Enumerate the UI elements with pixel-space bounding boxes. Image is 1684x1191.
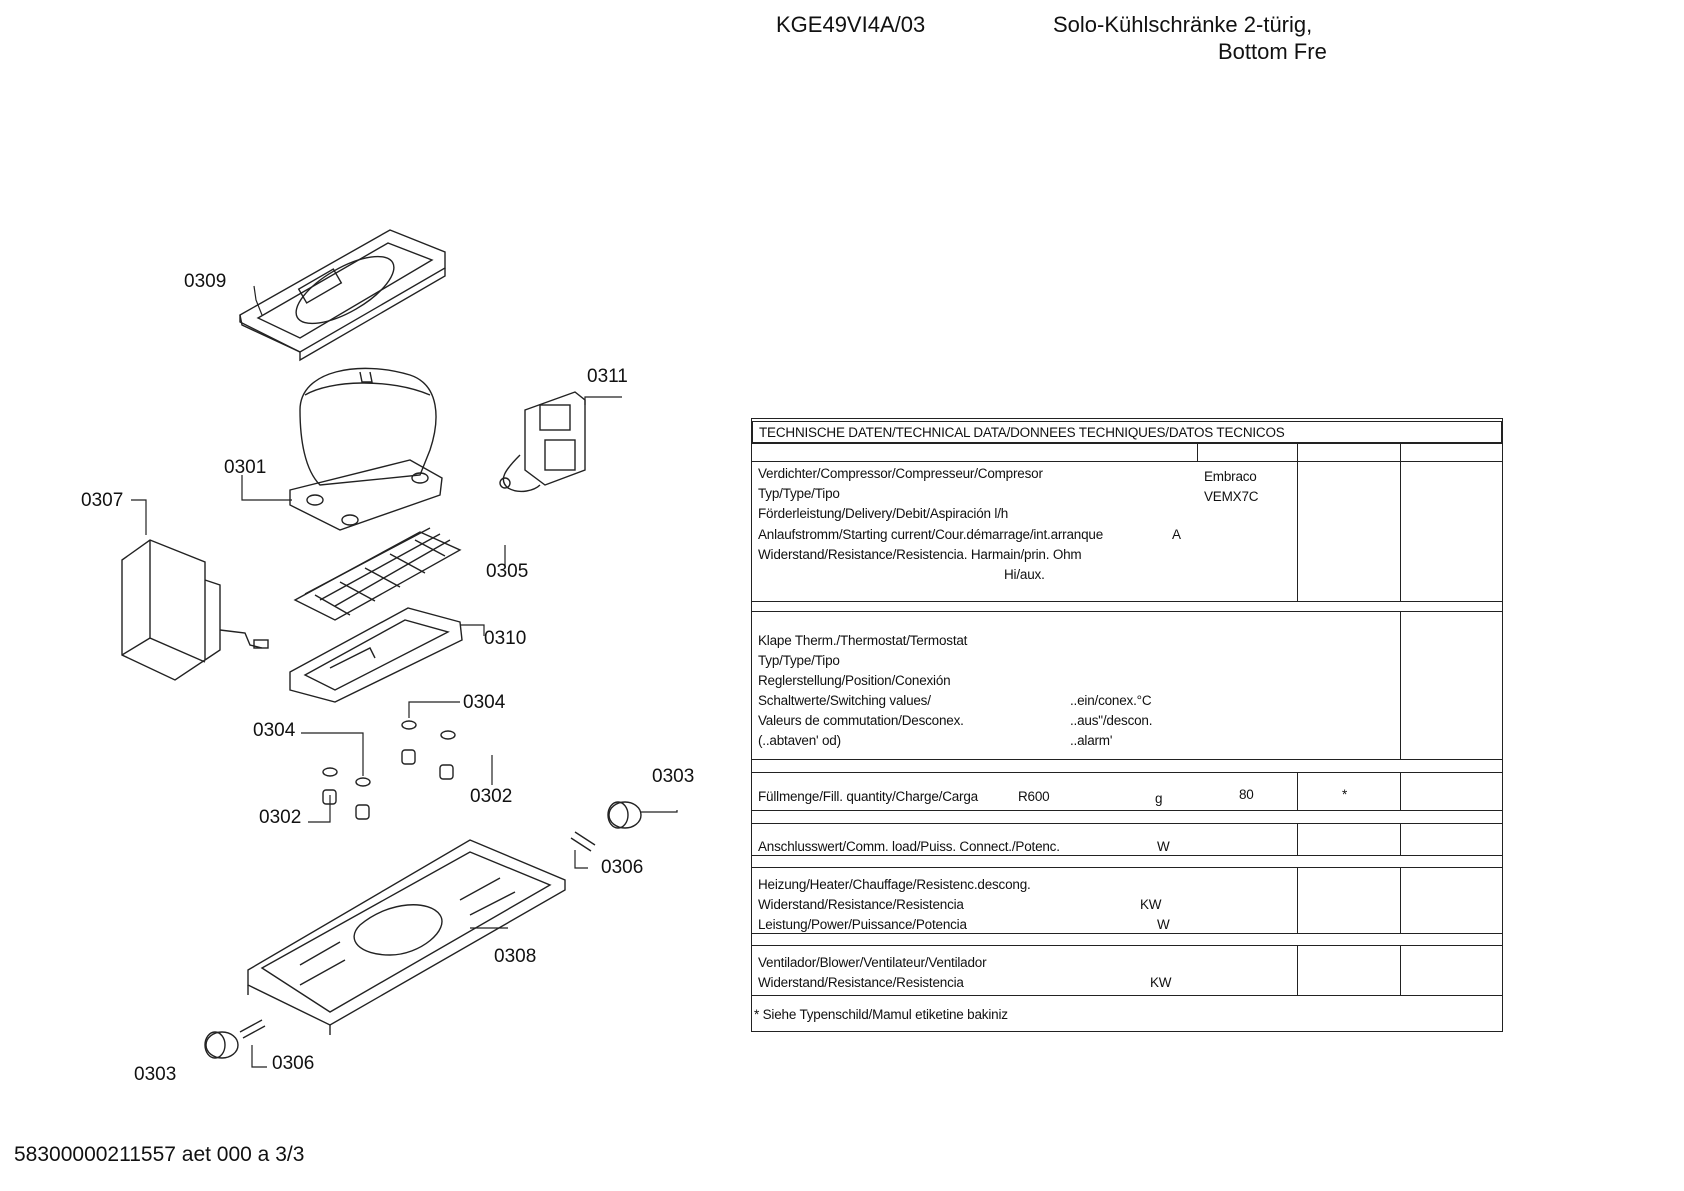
table-title: TECHNISCHE DATEN/TECHNICAL DATA/DONNEES … [759, 425, 1285, 440]
connection-label: Anschlusswert/Comm. load/Puiss. Connect.… [758, 839, 1060, 854]
callout-0306-right: 0306 [601, 857, 644, 878]
callout-0301: 0301 [224, 457, 267, 478]
callout-0304-left: 0304 [253, 720, 296, 741]
leader-lines [131, 285, 678, 1068]
callout-0302-right: 0302 [470, 786, 513, 807]
callout-0311: 0311 [587, 366, 628, 387]
compressor-line: Verdichter/Compressor/Compresseur/Compre… [758, 466, 1043, 481]
compressor-line: Widerstand/Resistance/Resistencia. Harma… [758, 547, 1082, 562]
thermostat-line: Valeurs de commutation/Desconex. [758, 713, 964, 728]
exploded-parts-drawing [121, 229, 678, 1068]
axle-part [239, 831, 596, 1039]
blower-line: Widerstand/Resistance/Resistencia [758, 975, 964, 990]
description-line-2: Bottom Fre [1218, 39, 1327, 64]
heater-line: Widerstand/Resistance/Resistencia [758, 897, 964, 912]
thermostat-line: (..abtaven' od) [758, 733, 841, 748]
callout-0303-right: 0303 [652, 766, 695, 787]
thermostat-line: Klape Therm./Thermostat/Termostat [758, 633, 968, 648]
table-title-row: TECHNISCHE DATEN/TECHNICAL DATA/DONNEES … [752, 421, 1502, 443]
callout-0303-left: 0303 [134, 1064, 177, 1085]
heater-line: Leistung/Power/Puissance/Potencia [758, 917, 967, 932]
callout-0307: 0307 [81, 490, 124, 511]
compressor-line: Hi/aux. [1004, 567, 1045, 582]
compressor-line: Förderleistung/Delivery/Debit/Aspiración… [758, 506, 1009, 521]
compressor-make-value: Embraco [1204, 469, 1257, 484]
fill-unit: g [1155, 791, 1163, 806]
document-id: 58300000211557 aet 000 a 3/3 [14, 1143, 305, 1166]
technical-data-table: TECHNISCHE DATEN/TECHNICAL DATA/DONNEES … [751, 418, 1503, 1032]
heater-line: Heizung/Heater/Chauffage/Resistenc.desco… [758, 877, 1031, 892]
thermostat-line: Reglerstellung/Position/Conexión [758, 673, 951, 688]
roller-part [204, 801, 642, 1059]
description-line-1: Solo-Kühlschränke 2-türig, [1053, 12, 1313, 37]
grommets-part [322, 720, 456, 820]
callout-0305: 0305 [486, 561, 529, 582]
starter-relay-part [499, 391, 586, 493]
model-number: KGE49VI4A/03 [776, 12, 926, 37]
thermostat-line: Typ/Type/Tipo [758, 653, 840, 668]
callout-0302-left: 0302 [259, 807, 302, 828]
table-footnote: * Siehe Typenschild/Mamul etiketine baki… [754, 1007, 1008, 1022]
compressor-line: Anlaufstromm/Starting current/Cour.démar… [758, 527, 1104, 542]
base-plate-part [247, 839, 566, 1035]
connection-unit: W [1157, 839, 1170, 854]
callout-0310: 0310 [484, 628, 527, 649]
mounting-tray-part [289, 607, 463, 703]
fill-quantity-label: Füllmenge/Fill. quantity/Charge/Carga [758, 789, 978, 804]
compressor-part [289, 367, 443, 531]
thermostat-switch-value: ..alarm' [1070, 733, 1113, 748]
blower-unit: KW [1150, 975, 1172, 990]
thermostat-switch-value: ..aus"/descon. [1070, 713, 1153, 728]
fill-value: 80 [1239, 787, 1254, 802]
blower-line: Ventilador/Blower/Ventilateur/Ventilador [758, 955, 987, 970]
starting-current-unit: A [1172, 527, 1181, 542]
refrigerant-value: R600 [1018, 789, 1050, 804]
electronics-box-part [121, 539, 269, 681]
heater-resistance-unit: KW [1140, 897, 1162, 912]
drip-tray-part [239, 229, 446, 362]
thermostat-switch-value: ..ein/conex.°C [1070, 693, 1152, 708]
fill-mark: * [1342, 787, 1348, 802]
compressor-type-value: VEMX7C [1204, 489, 1259, 504]
callout-0306-left: 0306 [272, 1053, 315, 1074]
callout-0309: 0309 [184, 271, 227, 292]
thermostat-line: Schaltwerte/Switching values/ [758, 693, 931, 708]
grid-plate-part [293, 527, 462, 621]
callout-0308: 0308 [494, 946, 537, 967]
compressor-line: Typ/Type/Tipo [758, 486, 840, 501]
heater-power-unit: W [1157, 917, 1170, 932]
callout-0304-right: 0304 [463, 692, 506, 713]
